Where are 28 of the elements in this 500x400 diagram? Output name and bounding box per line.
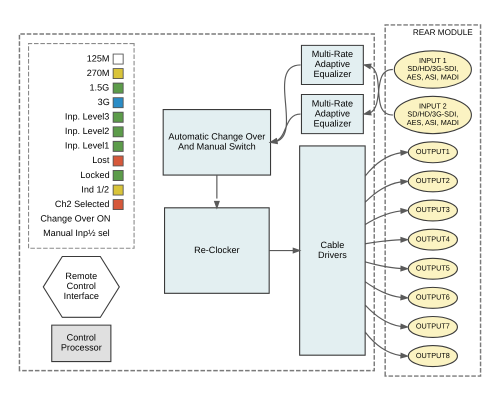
arrow	[364, 331, 410, 358]
node-box: Cable Drivers	[299, 144, 366, 356]
node-ellipse: OUTPUT2	[408, 170, 458, 192]
arrow	[365, 260, 410, 272]
node-box: Automatic Change Over And Manual Switch	[162, 108, 272, 176]
arrow	[270, 246, 302, 254]
arrow	[364, 280, 410, 300]
node-box: Multi-Rate Adaptive Equalizer	[300, 93, 364, 134]
node-ellipse: INPUT 2 SD/HD/3G-SDI, AES, ASI, MADI	[394, 95, 472, 134]
arrow	[365, 236, 410, 244]
node-ellipse: OUTPUT6	[408, 286, 458, 308]
arrow	[364, 207, 410, 225]
arrow	[214, 174, 220, 210]
node-ellipse: INPUT 1 SD/HD/3G-SDI, AES, ASI, MADI	[394, 50, 472, 88]
node-box: Control Processor	[51, 324, 112, 362]
node-ellipse: OUTPUT7	[408, 315, 458, 338]
node-box: Multi-Rate Adaptive Equalizer	[300, 44, 364, 85]
node-box: 125M 270M 1.5G 3G Inp. Level3 Inp. Level2 Inp. Level1 Lost Locked Ind 1/2 Ch2 Selected Change Over ON Manual Inp½ sel	[28, 42, 135, 248]
node-ellipse: OUTPUT5	[408, 257, 458, 280]
node-ellipse: OUTPUT3	[408, 199, 458, 222]
arrow	[364, 178, 410, 202]
node-ellipse: OUTPUT8	[408, 344, 458, 367]
cluster	[18, 32, 375, 371]
node-ellipse: OUTPUT1	[408, 140, 458, 163]
node-ellipse: OUTPUT4	[408, 228, 458, 250]
node-box: Re-Clocker	[164, 206, 270, 294]
arrow	[364, 304, 410, 329]
arrow	[364, 149, 410, 176]
